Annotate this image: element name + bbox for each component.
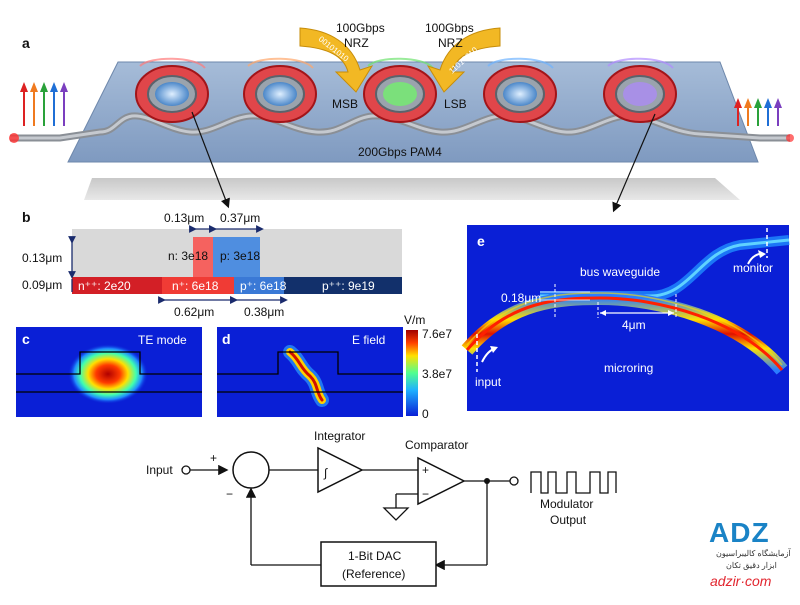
panel-d-label: d bbox=[222, 331, 231, 347]
microring-label: microring bbox=[604, 361, 653, 375]
comparator-block bbox=[417, 456, 466, 506]
panel-b: b n: 3e18 p: 3e18 n⁺⁺: 2e20 n⁺: 6e18 p⁺:… bbox=[22, 209, 402, 319]
sd-input-label: Input bbox=[146, 463, 173, 477]
pam4-output-label: 200Gbps PAM4 bbox=[358, 145, 442, 159]
pulse-train-waveform bbox=[530, 471, 617, 494]
lsb-rate: 100Gbps bbox=[425, 21, 474, 35]
te-waveguide-outline bbox=[16, 351, 202, 375]
dac-label-line2: (Reference) bbox=[342, 567, 405, 581]
n-doping-label: n: 3e18 bbox=[168, 249, 208, 263]
output-wavelength-arrows bbox=[734, 98, 794, 142]
ring-modulator-3 bbox=[363, 57, 437, 123]
slab-pp bbox=[234, 277, 284, 294]
input-label: input bbox=[475, 375, 502, 389]
slab-np bbox=[162, 277, 234, 294]
integrator-block bbox=[317, 446, 364, 494]
dim-top-right: 0.37μm bbox=[220, 211, 260, 225]
pp-doping-label: p⁺: 6e18 bbox=[240, 279, 287, 293]
bus-waveguide-label: bus waveguide bbox=[580, 265, 660, 279]
input-wavelength-arrows bbox=[9, 82, 68, 143]
panel-c: c TE mode bbox=[16, 327, 202, 417]
colorbar-max: 7.6e7 bbox=[422, 327, 452, 341]
panel-d: d E field bbox=[217, 327, 403, 417]
watermark: ADZ آزمایشگاه کالیبراسیون ابزار دقیق تکا… bbox=[709, 517, 791, 589]
dim-bottom-right: 0.38μm bbox=[244, 305, 284, 319]
msb-rate: 100Gbps bbox=[336, 21, 385, 35]
ground-icon bbox=[382, 507, 410, 521]
ring-modulator-4 bbox=[483, 57, 557, 123]
dim-top-left: 0.13μm bbox=[164, 211, 204, 225]
e-field-title: E field bbox=[352, 333, 385, 347]
depletion-field bbox=[288, 350, 324, 402]
integrator-label: Integrator bbox=[314, 429, 365, 443]
watermark-fa-line1: آزمایشگاه کالیبراسیون bbox=[716, 548, 791, 558]
d-waveguide-outline bbox=[217, 351, 403, 375]
chip-shadow bbox=[84, 178, 740, 200]
lsb-format: NRZ bbox=[438, 36, 463, 50]
slab-npp bbox=[72, 277, 162, 294]
colorbar-unit: V/m bbox=[404, 313, 425, 327]
dim-slab-height: 0.09μm bbox=[22, 278, 62, 292]
panel-e: e bus waveguide monitor 0.18μm 4μm input… bbox=[461, 225, 790, 411]
np-doping-label: n⁺: 6e18 bbox=[172, 279, 219, 293]
length-label: 4μm bbox=[622, 318, 646, 332]
panel-e-label: e bbox=[477, 233, 485, 249]
comp-minus: − bbox=[422, 487, 429, 501]
sd-plus-sign: + bbox=[210, 451, 217, 465]
msb-label: MSB bbox=[332, 97, 358, 111]
comp-plus: + bbox=[422, 463, 429, 477]
dac-block bbox=[320, 541, 437, 587]
msb-format: NRZ bbox=[344, 36, 369, 50]
gap-label: 0.18μm bbox=[501, 291, 541, 305]
panel-a-label: a bbox=[22, 35, 30, 51]
sd-minus-sign: − bbox=[226, 487, 233, 501]
modulator-output-line2: Output bbox=[550, 513, 587, 527]
colorbar: V/m 7.6e7 3.8e7 0 bbox=[404, 313, 452, 421]
rib-p-region bbox=[213, 237, 260, 277]
ring-modulator-5 bbox=[603, 57, 677, 123]
ppp-doping-label: p⁺⁺: 9e19 bbox=[322, 279, 375, 293]
integral-symbol: ∫ bbox=[323, 466, 328, 480]
ring-modulator-1 bbox=[135, 57, 209, 123]
modulator-output-line1: Modulator bbox=[540, 497, 593, 511]
adz-logo: ADZ bbox=[709, 517, 770, 548]
te-mode-title: TE mode bbox=[138, 333, 187, 347]
sd-input-terminal bbox=[181, 465, 191, 475]
colorbar-gradient bbox=[406, 330, 418, 416]
sd-output-terminal bbox=[509, 476, 519, 486]
watermark-fa-line2: ابزار دقیق تکان bbox=[726, 561, 777, 570]
lsb-label: LSB bbox=[444, 97, 467, 111]
watermark-url: adzir·com bbox=[710, 573, 772, 589]
panel-a: a bbox=[9, 21, 794, 213]
colorbar-mid: 3.8e7 bbox=[422, 367, 452, 381]
dim-bottom-left: 0.62μm bbox=[174, 305, 214, 319]
sigma-delta-modulator: Input + − ∫ Integrator + − Comparator Mo… bbox=[146, 429, 617, 587]
fdtd-field-map bbox=[467, 225, 789, 411]
rib-n-region bbox=[193, 237, 213, 277]
callout-arrow-e bbox=[612, 113, 656, 213]
panel-b-label: b bbox=[22, 209, 31, 225]
comparator-label: Comparator bbox=[405, 438, 468, 452]
slab-ppp bbox=[284, 277, 402, 294]
ring-modulator-2 bbox=[243, 57, 317, 123]
p-doping-label: p: 3e18 bbox=[220, 249, 260, 263]
dim-rib-height: 0.13μm bbox=[22, 251, 62, 265]
te-mode-spot bbox=[68, 344, 148, 404]
monitor-label: monitor bbox=[733, 261, 773, 275]
summing-junction bbox=[232, 451, 270, 489]
panel-c-label: c bbox=[22, 331, 30, 347]
callout-arrow-b bbox=[191, 111, 230, 209]
npp-doping-label: n⁺⁺: 2e20 bbox=[78, 279, 131, 293]
dac-label-line1: 1-Bit DAC bbox=[348, 549, 402, 563]
colorbar-min: 0 bbox=[422, 407, 429, 421]
